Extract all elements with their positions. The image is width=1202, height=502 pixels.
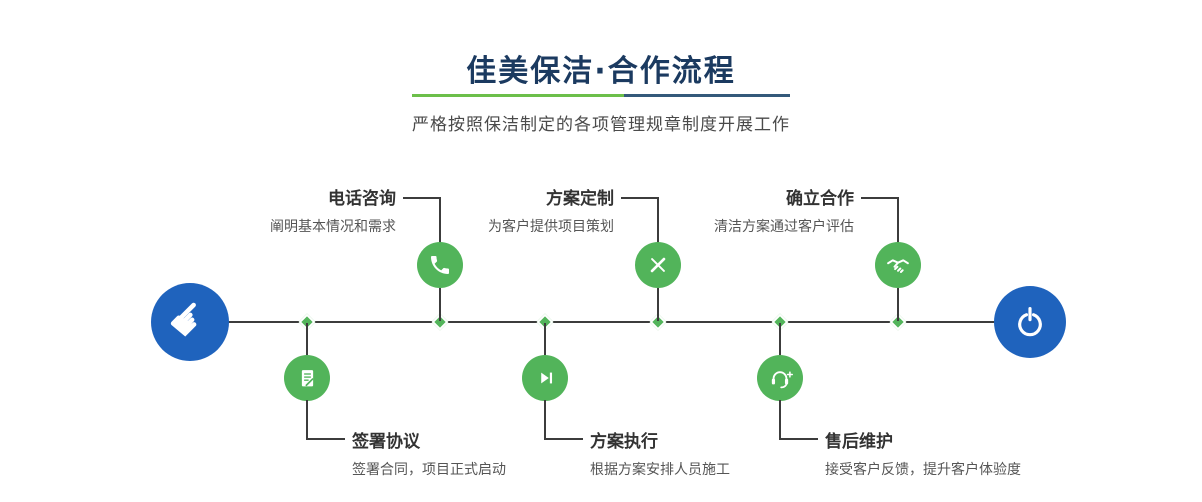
step-node-plan-execute xyxy=(522,355,568,401)
connector-line xyxy=(897,197,899,243)
connector-line xyxy=(779,400,781,440)
step-title: 电话咨询 xyxy=(328,189,396,209)
step-title: 签署协议 xyxy=(352,432,420,452)
step-node-phone-consult xyxy=(417,242,463,288)
step-node-establish-coop xyxy=(875,242,921,288)
connector-stem xyxy=(779,323,781,355)
play-next-icon xyxy=(541,372,553,384)
connector-line xyxy=(780,438,818,440)
step-node-sign-agreement xyxy=(284,355,330,401)
step-node-plan-custom xyxy=(635,242,681,288)
handshake-icon xyxy=(887,259,909,273)
connector-stem xyxy=(439,288,441,321)
step-label-plan-custom: 方案定制 为客户提供项目策划 xyxy=(354,184,614,236)
step-title: 售后维护 xyxy=(825,432,893,452)
connector-line xyxy=(545,438,583,440)
step-title: 方案执行 xyxy=(590,432,658,452)
underline-green-segment xyxy=(412,94,624,97)
contract-icon xyxy=(301,369,313,386)
connector-stem xyxy=(544,323,546,355)
headset-icon xyxy=(771,371,794,389)
connector-line xyxy=(307,438,345,440)
timeline-main-line xyxy=(190,321,1032,323)
step-desc: 阐明基本情况和需求 xyxy=(270,219,396,235)
step-desc: 签署合同，项目正式启动 xyxy=(352,462,506,478)
step-desc: 根据方案安排人员施工 xyxy=(590,462,730,478)
connector-stem xyxy=(657,288,659,321)
connector-line xyxy=(306,400,308,440)
step-label-phone-consult: 电话咨询 阐明基本情况和需求 xyxy=(136,184,396,236)
connector-line xyxy=(861,197,899,199)
hand-pointer-icon: ☛ xyxy=(156,287,221,352)
step-title: 确立合作 xyxy=(786,189,854,209)
step-desc: 接受客户反馈，提升客户体验度 xyxy=(825,462,1021,478)
underline-blue-segment xyxy=(624,94,790,97)
page-title: 佳美保洁·合作流程 xyxy=(466,54,736,89)
step-title: 方案定制 xyxy=(546,189,614,209)
connector-stem xyxy=(306,323,308,355)
step-label-plan-execute: 方案执行 根据方案安排人员施工 xyxy=(590,427,920,479)
timeline-start-node: ☛ xyxy=(151,283,229,361)
phone-icon xyxy=(431,256,449,274)
connector-line xyxy=(621,197,659,199)
step-label-sign-agreement: 签署协议 签署合同，项目正式启动 xyxy=(352,427,682,479)
connector-stem xyxy=(897,288,899,321)
step-desc: 为客户提供项目策划 xyxy=(488,219,614,235)
step-node-after-sales xyxy=(757,355,803,401)
connector-line xyxy=(403,197,441,199)
step-label-establish-coop: 确立合作 清洁方案通过客户评估 xyxy=(594,184,854,236)
power-icon xyxy=(1018,306,1042,337)
page-subtitle: 严格按照保洁制定的各项管理规章制度开展工作 xyxy=(412,115,790,135)
connector-line xyxy=(657,197,659,243)
timeline-end-node xyxy=(994,286,1066,358)
step-label-after-sales: 售后维护 接受客户反馈，提升客户体验度 xyxy=(825,427,1155,479)
connector-line xyxy=(439,197,441,243)
step-desc: 清洁方案通过客户评估 xyxy=(714,219,854,235)
connector-line xyxy=(544,400,546,440)
title-underline xyxy=(412,94,790,97)
design-icon xyxy=(650,257,666,273)
